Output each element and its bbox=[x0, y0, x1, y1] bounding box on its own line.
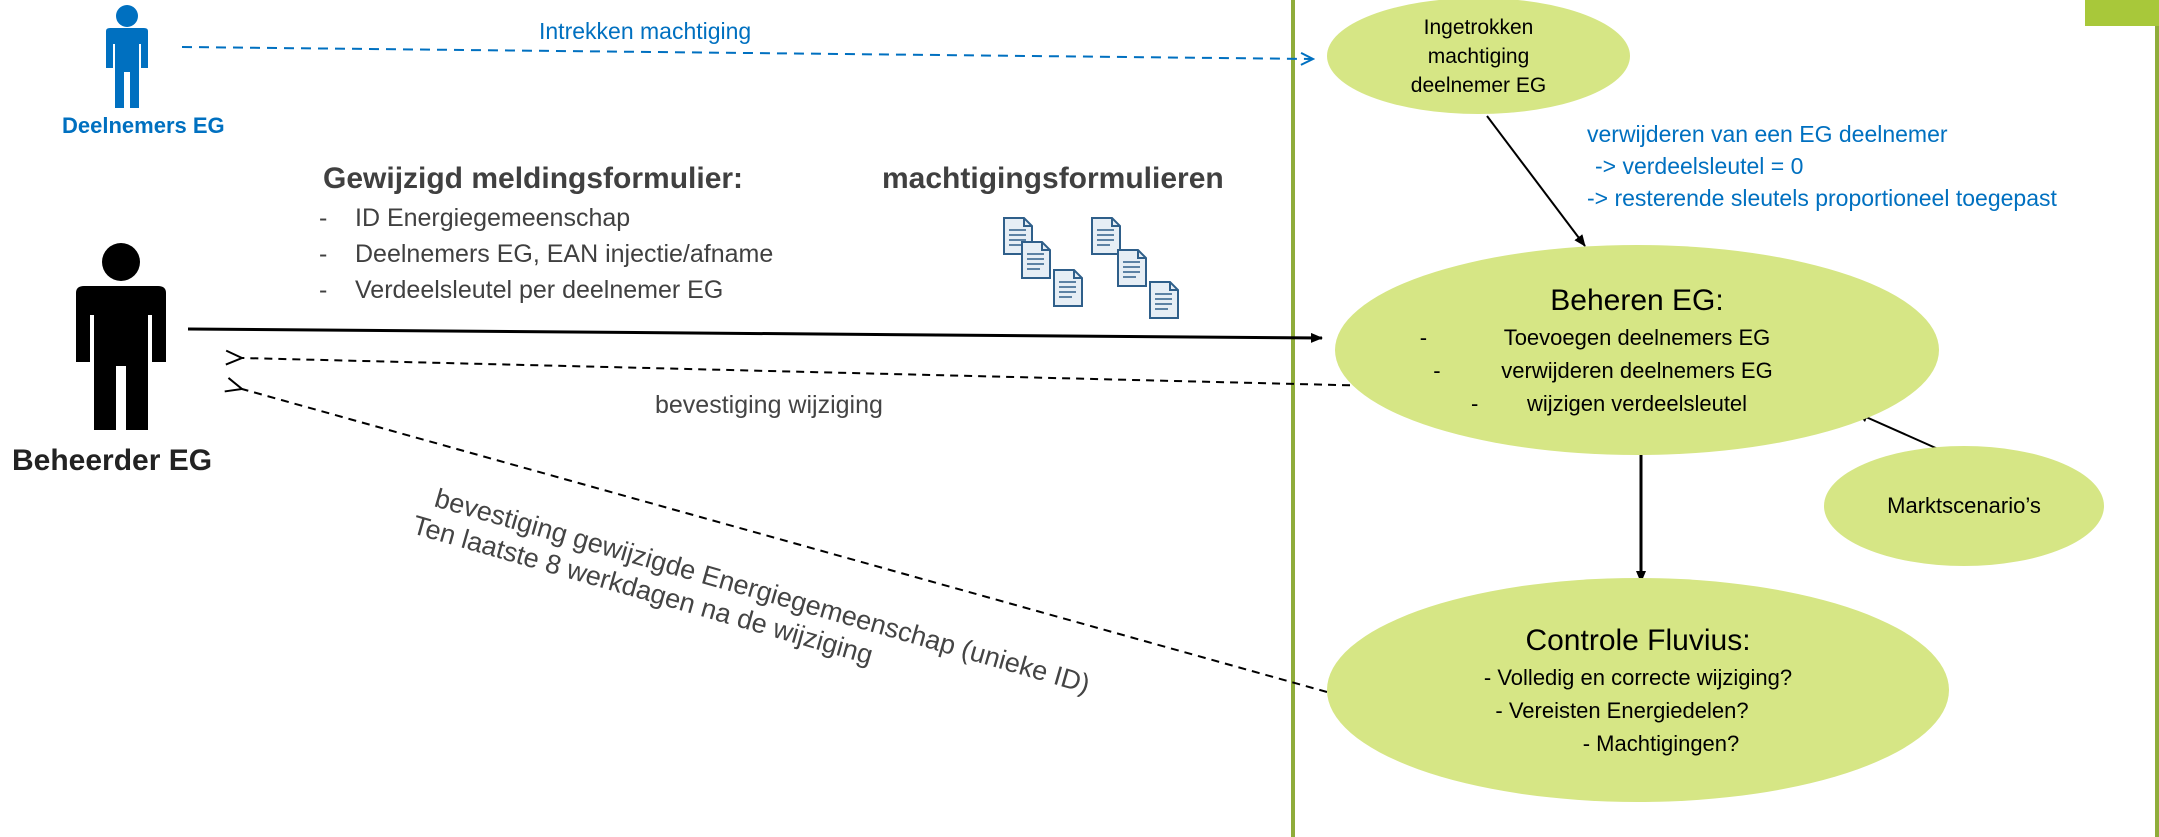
system-boundary bbox=[1291, 0, 2159, 837]
machtiging-label: machtigingsformulieren bbox=[882, 162, 1224, 195]
note-line: -> verdeelsleutel = 0 bbox=[1595, 153, 1804, 179]
beheren-item: -wijzigen verdeelsleutel bbox=[1470, 390, 1748, 416]
document-stack-icon bbox=[1003, 217, 1179, 319]
controle-item: - Machtigingen? bbox=[1582, 730, 1740, 756]
beheren-item-text: Toevoegen deelnemers EG bbox=[1503, 324, 1771, 350]
form-title: Gewijzigd meldingsformulier: bbox=[323, 162, 744, 195]
note-line: -> resterende sleutels proportioneel toe… bbox=[1587, 185, 2057, 211]
bevestiging-gewijzigd-arrow bbox=[242, 389, 1328, 693]
ellipse-markt[interactable]: Marktscenario’s bbox=[1824, 446, 2104, 566]
notes-block: verwijderen van een EG deelnemer -> verd… bbox=[1587, 118, 2057, 214]
beheren-item: -Toevoegen deelnemers EG bbox=[1419, 324, 1771, 350]
beheren-item-text: verwijderen deelnemers EG bbox=[1501, 357, 1773, 383]
form-item: Deelnemers EG, EAN injectie/afname bbox=[319, 236, 773, 272]
beheren-item-text: wijzigen verdeelsleutel bbox=[1526, 390, 1748, 416]
ingetrokken-to-beheren-arrow bbox=[1486, 115, 1586, 247]
ingetrokken-line: Ingetrokken bbox=[1423, 15, 1534, 39]
submit-form-arrow bbox=[187, 327, 1323, 343]
intrekken-arrow bbox=[181, 46, 1313, 59]
form-item: ID Energiegemeenschap bbox=[319, 200, 773, 236]
corner-tab bbox=[2085, 0, 2159, 26]
ingetrokken-line: machtiging bbox=[1427, 44, 1530, 68]
beheren-title: Beheren EG: bbox=[1550, 283, 1724, 317]
note-line: verwijderen van een EG deelnemer bbox=[1587, 121, 1948, 147]
ingetrokken-line: deelnemer EG bbox=[1410, 73, 1547, 97]
beheerder-person-icon bbox=[76, 243, 166, 430]
ellipse-controle[interactable]: Controle Fluvius: - Volledig en correcte… bbox=[1327, 578, 1949, 802]
controle-item: - Volledig en correcte wijziging? bbox=[1483, 664, 1793, 690]
ellipse-beheren[interactable]: Beheren EG: -Toevoegen deelnemers EG -ve… bbox=[1335, 245, 1939, 455]
markt-label: Marktscenario’s bbox=[1887, 493, 2041, 518]
beheren-item: -verwijderen deelnemers EG bbox=[1433, 357, 1773, 383]
deelnemers-person-icon bbox=[106, 5, 148, 108]
controle-title: Controle Fluvius: bbox=[1525, 623, 1751, 657]
markt-to-beheren-arrow bbox=[1856, 412, 1948, 454]
ellipse-ingetrokken[interactable]: Ingetrokken machtiging deelnemer EG bbox=[1327, 0, 1630, 114]
bevestiging-wijziging-arrow bbox=[242, 358, 1379, 387]
form-item: Verdeelsleutel per deelnemer EG bbox=[319, 272, 773, 308]
beheerder-label: Beheerder EG bbox=[12, 444, 213, 477]
intrekken-label: Intrekken machtiging bbox=[539, 18, 752, 44]
controle-item: - Vereisten Energiedelen? bbox=[1495, 697, 1749, 723]
deelnemers-label: Deelnemers EG bbox=[62, 113, 225, 138]
bevestiging-wijziging-label: bevestiging wijziging bbox=[655, 391, 883, 419]
form-list: ID Energiegemeenschap Deelnemers EG, EAN… bbox=[319, 200, 773, 308]
form-block: Gewijzigd meldingsformulier: ID Energieg… bbox=[319, 162, 773, 308]
